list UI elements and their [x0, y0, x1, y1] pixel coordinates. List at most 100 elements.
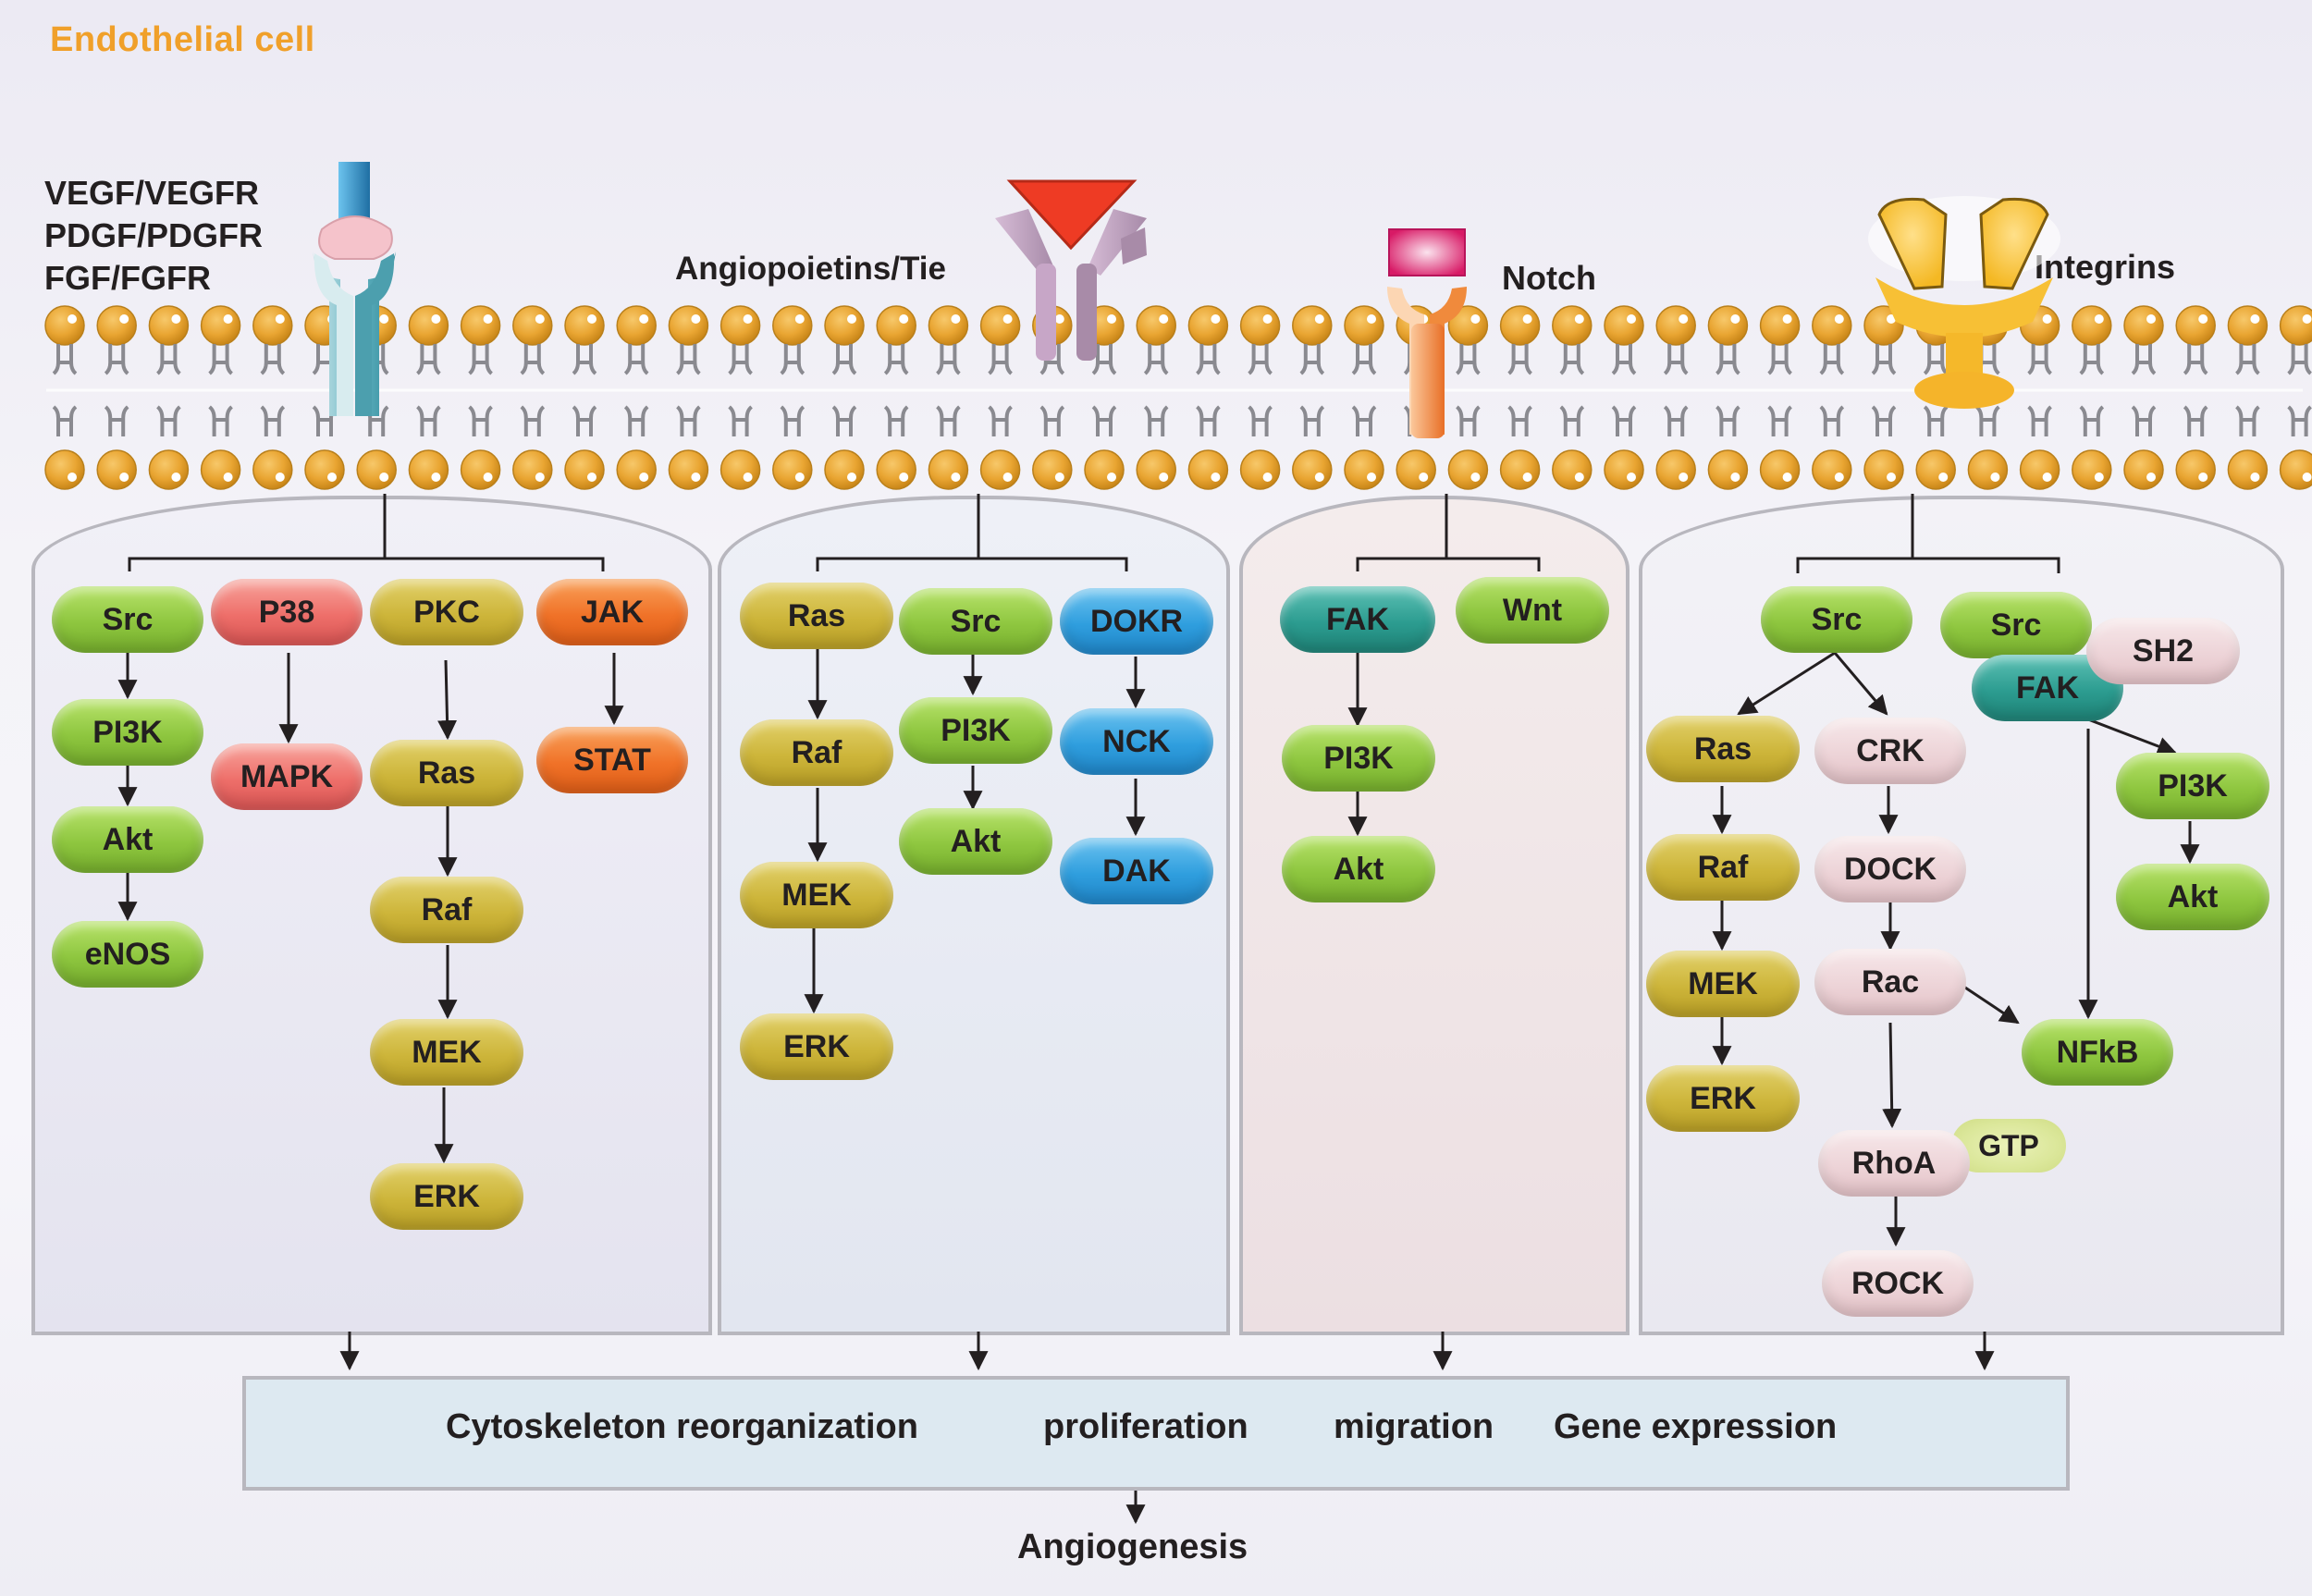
node-pi3k-2: PI3K [899, 697, 1052, 764]
lipid-head [668, 449, 709, 490]
node-jak: JAK [536, 579, 688, 645]
outcomes-box [242, 1376, 2070, 1491]
lipid-head [616, 449, 657, 490]
lipid-head [1604, 305, 1644, 346]
result-angiogenesis: Angiogenesis [1017, 1528, 1248, 1566]
lipid-head [979, 449, 1021, 490]
tie-receptor-icon [995, 179, 1147, 361]
lipid-head [2227, 305, 2269, 346]
node-src: Src [52, 586, 203, 653]
node-crk: CRK [1814, 718, 1966, 784]
node-gtp: GTP [1951, 1119, 2066, 1172]
vegf-receptor-icon [313, 162, 396, 416]
node-raf-2: Raf [740, 719, 893, 786]
lipid-head [512, 305, 553, 346]
node-mek: MEK [370, 1019, 523, 1086]
lipid-head [44, 305, 85, 346]
lipid-head [408, 449, 449, 490]
lipid-head [1239, 449, 1281, 490]
lipid-head [772, 305, 813, 346]
lipid-head [148, 305, 190, 346]
lipid-head [96, 449, 137, 490]
lipid-head [2175, 305, 2216, 346]
lipid-head [928, 449, 969, 490]
lipid-head [1187, 305, 1229, 346]
lipid-head [252, 449, 293, 490]
lipid-head [1344, 449, 1384, 490]
lipid-head [2279, 449, 2312, 490]
node-dock: DOCK [1814, 836, 1966, 902]
node-src-4: Src [1761, 586, 1912, 653]
lipid-head [96, 305, 137, 346]
lipid-head [2072, 449, 2112, 490]
lipid-head [1759, 305, 1801, 346]
node-pi3k: PI3K [52, 699, 203, 766]
node-nfkb: NFkB [2022, 1019, 2173, 1086]
notch-receptor-icon [1387, 228, 1467, 438]
outcome-migration: migration [1334, 1407, 1494, 1446]
lipid-head [1915, 449, 1956, 490]
pdgf-label: PDGF/PDGFR [44, 216, 264, 254]
node-mek-2: MEK [740, 862, 893, 928]
lipid-head [356, 449, 397, 490]
lipid-head [1136, 305, 1176, 346]
outcome-cytoskeleton: Cytoskeleton reorganization [446, 1407, 918, 1446]
node-akt-3: Akt [1282, 836, 1435, 902]
notch-label: Notch [1502, 259, 1596, 297]
lipid-head [460, 449, 501, 490]
lipid-head [200, 305, 241, 346]
integrins-label: Integrins [2035, 248, 2176, 286]
signal-arrows [117, 649, 2200, 1525]
node-mapk: MAPK [211, 743, 363, 810]
node-pi3k-3: PI3K [1282, 725, 1435, 792]
lipid-head [668, 305, 709, 346]
node-fak-4: FAK [1972, 655, 2123, 721]
lipid-head [2227, 449, 2269, 490]
node-ras-4: Ras [1646, 716, 1800, 782]
lipid-head [1655, 449, 1696, 490]
node-sh2: SH2 [2086, 618, 2240, 684]
node-akt-4: Akt [2116, 864, 2269, 930]
lipid-head [304, 449, 345, 490]
node-rac: Rac [1814, 949, 1966, 1015]
lipid-head [564, 449, 605, 490]
node-src-4b: Src [1940, 592, 2092, 658]
lipid-head [1499, 449, 1541, 490]
lipid-head [876, 305, 916, 346]
lipid-head [2072, 305, 2112, 346]
lipid-head [1499, 305, 1541, 346]
vegf-label: VEGF/VEGFR [44, 174, 260, 212]
connector-lines [128, 494, 2060, 573]
outcome-proliferation: proliferation [1043, 1407, 1248, 1446]
lipid-head [1344, 305, 1384, 346]
angiopoietin-label: Angiopoietins/Tie [675, 251, 946, 287]
node-stat: STAT [536, 727, 688, 793]
node-dak: DAK [1060, 838, 1213, 904]
lipid-head [460, 305, 501, 346]
node-erk-2: ERK [740, 1013, 893, 1080]
node-rhoa: RhoA [1818, 1130, 1970, 1197]
lipid-head [1084, 449, 1125, 490]
lipid-head [928, 305, 969, 346]
lipid-head [2019, 449, 2060, 490]
integrin-receptor-icon [1868, 196, 2060, 409]
node-src-2: Src [899, 588, 1052, 655]
lipid-head [1032, 449, 1073, 490]
node-nck: NCK [1060, 708, 1213, 775]
node-raf-4: Raf [1646, 834, 1800, 901]
fgf-label: FGF/FGFR [44, 259, 211, 297]
node-pi3k-4: PI3K [2116, 753, 2269, 819]
lipid-head [1292, 449, 1333, 490]
lipid-head [1239, 305, 1281, 346]
lipid-head [616, 305, 657, 346]
lipid-head [1812, 305, 1852, 346]
lipid-head [252, 305, 293, 346]
lipid-head [1967, 449, 2009, 490]
lipid-head [1759, 449, 1801, 490]
lipid-head [1187, 449, 1229, 490]
lipid-head [1447, 449, 1489, 490]
lipid-head [772, 449, 813, 490]
lipid-head [2123, 305, 2164, 346]
node-pkc: PKC [370, 579, 523, 645]
